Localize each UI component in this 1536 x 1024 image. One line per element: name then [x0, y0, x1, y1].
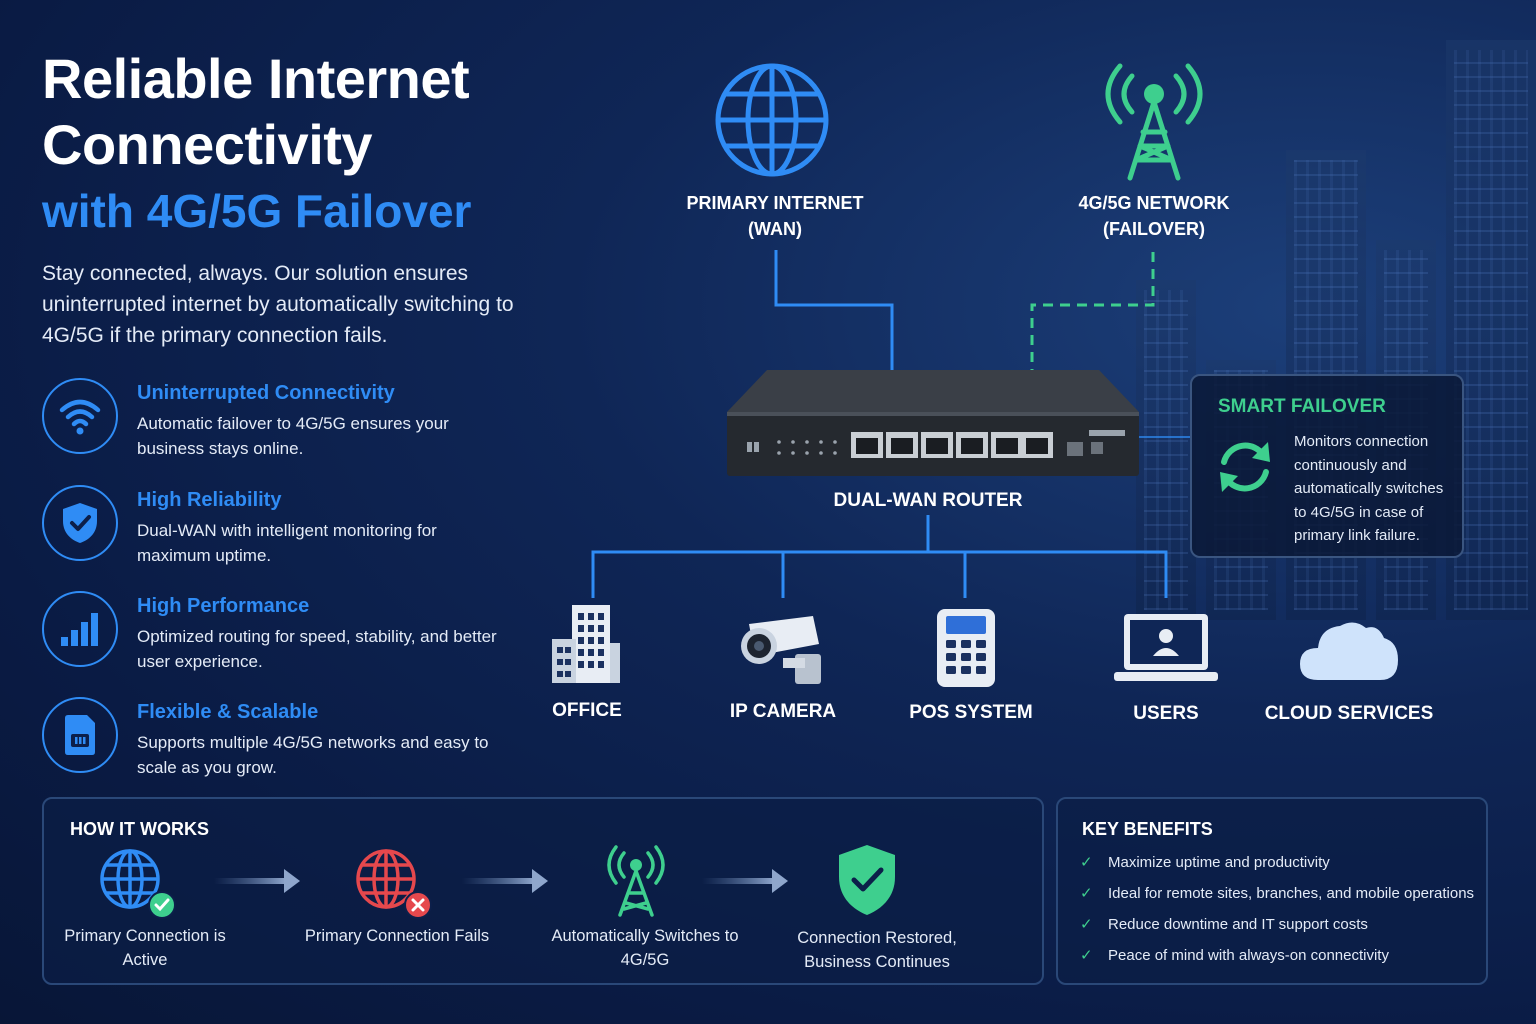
step-label: Primary Connection Fails: [304, 927, 490, 945]
key-benefits-title: KEY BENEFITS: [1082, 819, 1213, 839]
smart-failover-title: SMART FAILOVER: [1218, 396, 1386, 417]
globe-check-icon: [100, 849, 176, 919]
step-label: Automatically Switches to 4G/5G: [551, 927, 739, 969]
device-label: IP CAMERA: [729, 701, 837, 722]
benefit-item: ✓Maximize uptime and productivity: [1080, 854, 1330, 871]
shield-check-icon: [839, 845, 895, 915]
page-title: Reliable Internet Connectivity: [42, 47, 470, 176]
smart-failover-desc: Monitors connection continuously and aut…: [1294, 433, 1444, 544]
benefit-item: ✓Ideal for remote sites, branches, and m…: [1080, 885, 1475, 902]
feature-item: High Reliability Dual-WAN with intellige…: [42, 485, 522, 565]
tower-icon: [607, 845, 665, 917]
feature-desc: Dual-WAN with intelligent monitoring for…: [137, 521, 437, 565]
feature-title: Uninterrupted Connectivity: [137, 382, 395, 404]
key-benefits-panel: KEY BENEFITS ✓Maximize uptime and produc…: [1056, 797, 1488, 985]
cell-tower-icon: [1105, 63, 1203, 181]
signal-bars-icon: [42, 591, 118, 667]
feature-title: High Reliability: [137, 489, 282, 511]
feature-title: High Performance: [137, 595, 310, 617]
office-building-icon: [552, 605, 620, 683]
sim-card-icon: [42, 697, 118, 773]
step-label: Connection Restored, Business Continues: [797, 929, 957, 971]
feature-item: High Performance Optimized routing for s…: [42, 591, 522, 671]
check-icon: ✓: [1080, 947, 1093, 964]
intro-text: Stay connected, always. Our solution ens…: [42, 262, 514, 347]
how-it-works-panel: HOW IT WORKS Primary Connection is Activ…: [42, 797, 1044, 985]
step-label: Primary Connection is Active: [64, 927, 226, 969]
globe-icon: [715, 63, 829, 177]
arrow-right-icon: [462, 869, 548, 893]
benefit-item: ✓Reduce downtime and IT support costs: [1080, 916, 1368, 933]
device-label: OFFICE: [552, 700, 622, 721]
pos-terminal-icon: [937, 609, 995, 687]
check-icon: ✓: [1080, 885, 1093, 902]
feature-item: Flexible & Scalable Supports multiple 4G…: [42, 697, 522, 777]
router-device: [727, 370, 1139, 476]
shield-check-icon: [42, 485, 118, 561]
check-icon: ✓: [1080, 916, 1093, 933]
device-label: USERS: [1133, 703, 1199, 724]
feature-desc: Automatic failover to 4G/5G ensures your…: [137, 414, 449, 458]
arrow-right-icon: [214, 869, 300, 893]
feature-desc: Supports multiple 4G/5G networks and eas…: [137, 733, 489, 777]
page-subtitle: with 4G/5G Failover: [42, 185, 472, 237]
feature-title: Flexible & Scalable: [137, 701, 319, 723]
feature-item: Uninterrupted Connectivity Automatic fai…: [42, 378, 522, 458]
wifi-icon: [42, 378, 118, 454]
globe-error-icon: [356, 849, 432, 919]
laptop-user-icon: [1114, 614, 1218, 681]
benefit-item: ✓Peace of mind with always-on connectivi…: [1080, 947, 1389, 964]
arrow-right-icon: [702, 869, 788, 893]
smart-failover-card: SMART FAILOVER Monitors connection conti…: [1190, 374, 1464, 558]
router-label: DUAL-WAN ROUTER: [833, 490, 1023, 511]
check-icon: ✓: [1080, 854, 1093, 871]
device-label: CLOUD SERVICES: [1264, 703, 1434, 724]
device-label: POS SYSTEM: [909, 702, 1033, 723]
cellular-label: 4G/5G NETWORK (FAILOVER): [1078, 193, 1230, 239]
ip-camera-icon: [741, 616, 821, 684]
how-it-works-title: HOW IT WORKS: [70, 819, 209, 839]
wan-label: PRIMARY INTERNET (WAN): [686, 193, 864, 239]
feature-desc: Optimized routing for speed, stability, …: [137, 627, 497, 671]
refresh-icon: [1220, 442, 1270, 492]
cloud-icon: [1300, 622, 1398, 680]
